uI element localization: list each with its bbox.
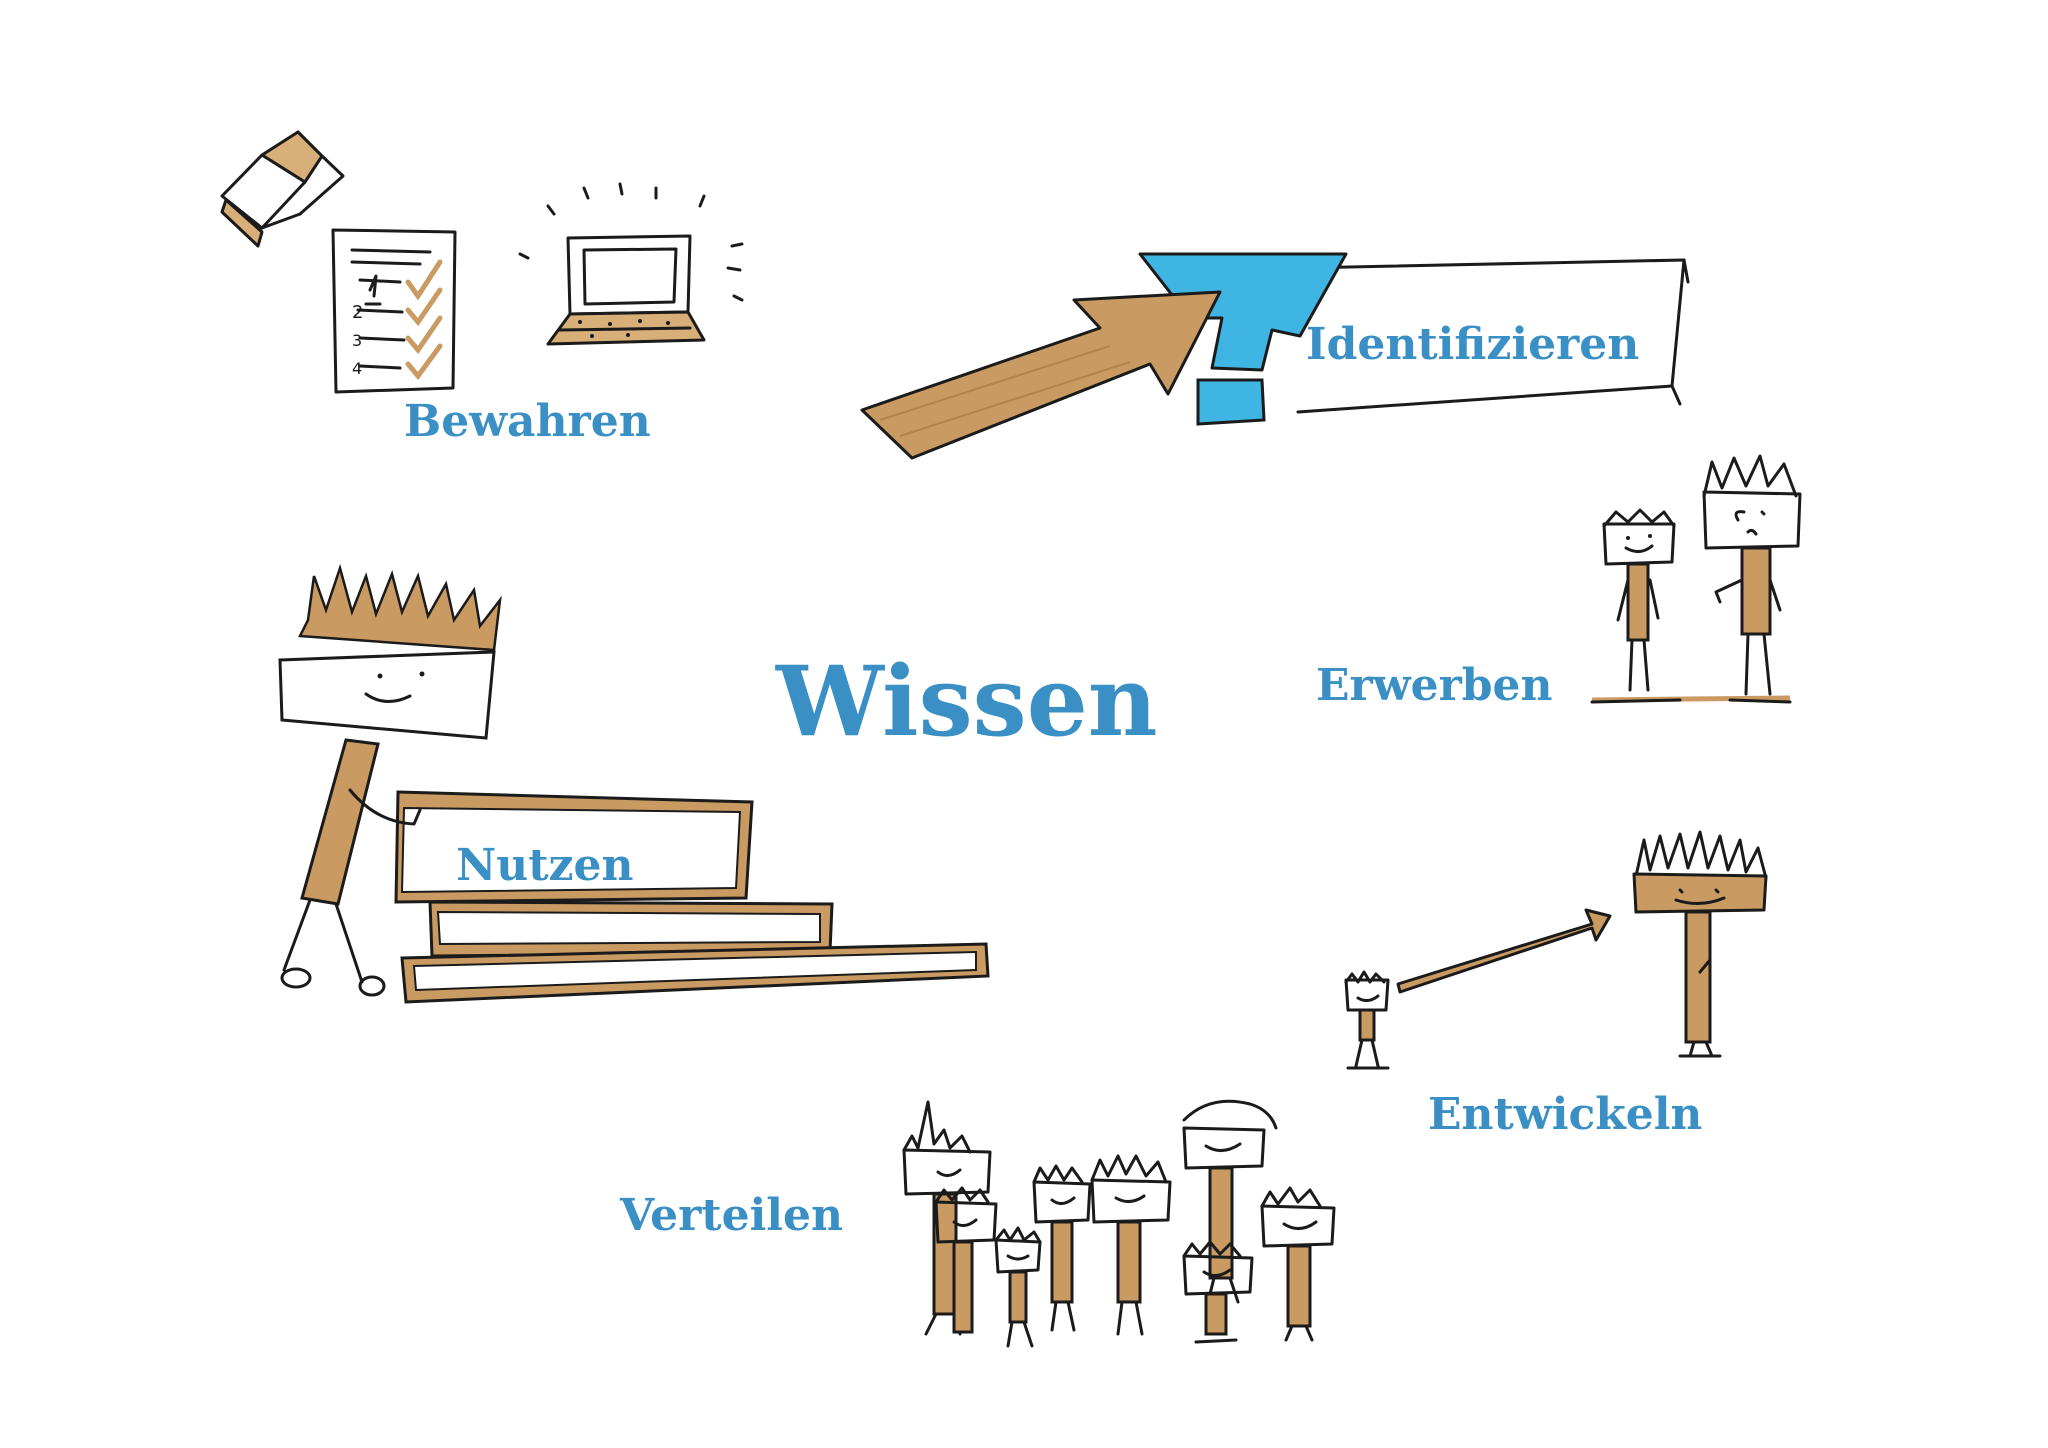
question-mark-icon [1138, 252, 1348, 426]
small-person-icon [1344, 970, 1390, 1070]
person-icon [278, 563, 502, 997]
stairs-icon [394, 790, 990, 1004]
svg-text:4: 4 [352, 359, 362, 378]
svg-text:3: 3 [352, 331, 362, 350]
stage-label-identifizieren: Identifizieren [1306, 319, 1640, 370]
laptop-icon [518, 182, 744, 346]
two-people-icon [1590, 454, 1802, 704]
growth-arrow-icon [1396, 908, 1612, 994]
stage-label-bewahren: Bewahren [404, 396, 651, 447]
stage-label-verteilen: Verteilen [620, 1190, 844, 1241]
svg-text:2: 2 [352, 302, 363, 323]
tall-person-icon [1632, 830, 1768, 1058]
book-icon [220, 130, 345, 248]
arrow-icon [860, 290, 1222, 460]
group-of-people-icon [902, 1099, 1336, 1348]
signboard-icon [1296, 258, 1690, 414]
stage-label-entwickeln: Entwickeln [1428, 1089, 1703, 1140]
stage-label-nutzen: Nutzen [456, 840, 634, 891]
checklist-icon: 2 3 4 [331, 228, 457, 394]
stage-label-erwerben: Erwerben [1316, 660, 1553, 711]
center-label-wissen: Wissen [776, 645, 1158, 758]
